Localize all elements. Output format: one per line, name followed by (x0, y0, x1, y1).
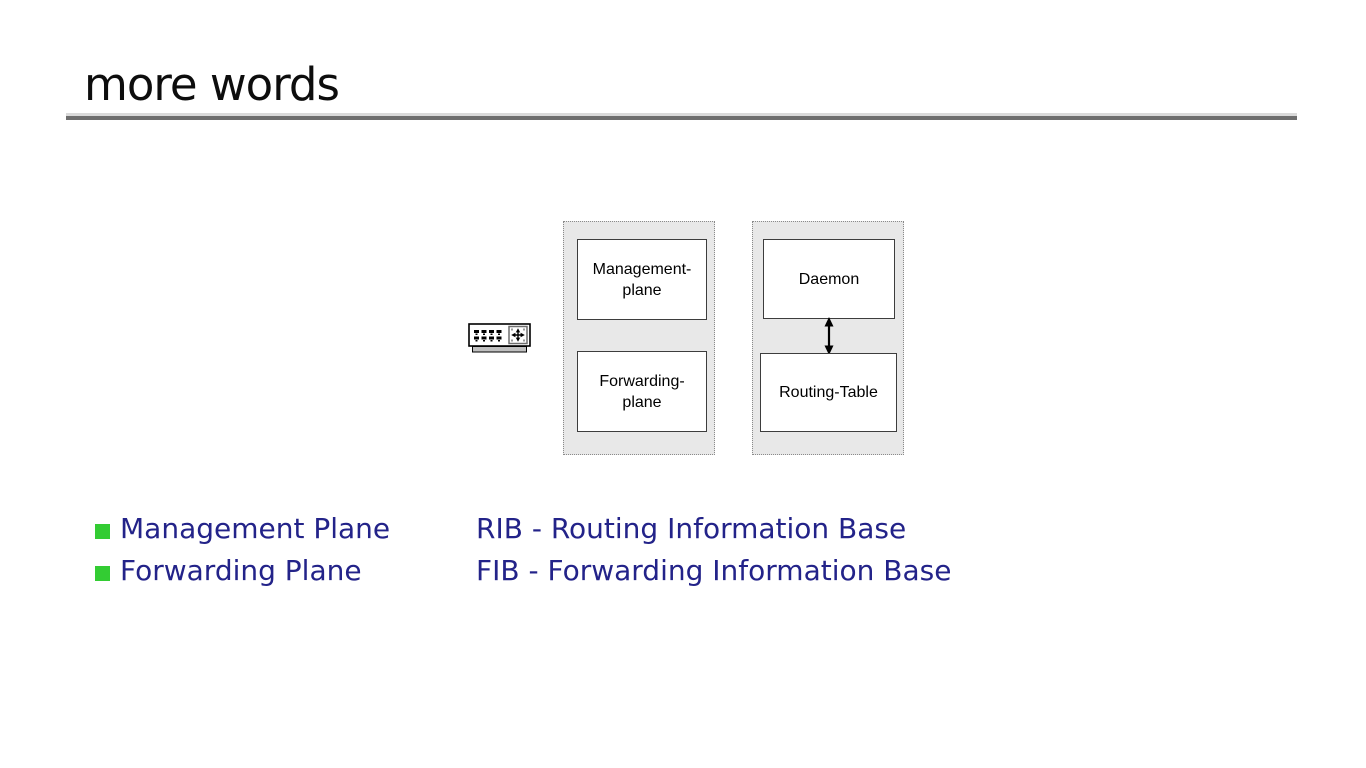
vertical-double-arrow-icon (824, 317, 834, 355)
title-underline (66, 113, 1297, 120)
daemon-group-box: Daemon Routing-Table (752, 221, 904, 455)
management-plane-label-line1: Management- (592, 260, 692, 278)
definition-fib: FIB - Forwarding Information Base (476, 554, 952, 587)
planes-group-box: Management- plane Forwarding- plane (563, 221, 715, 455)
management-plane-label-line2: plane (622, 281, 662, 299)
forwarding-plane-label-line2: plane (622, 393, 662, 411)
bullet-term-forwarding-plane: Forwarding Plane (120, 554, 362, 587)
bullet-term-management-plane: Management Plane (120, 512, 391, 545)
management-plane-box: Management- plane (577, 239, 707, 320)
title-underline-dark (66, 116, 1297, 120)
routing-table-label: Routing-Table (779, 384, 878, 401)
daemon-label: Daemon (798, 270, 860, 288)
title-underline-light (66, 113, 1297, 116)
forwarding-plane-box: Forwarding- plane (577, 351, 707, 432)
crossroad-arrows-icon (508, 325, 528, 345)
bullet-icon (95, 524, 110, 539)
daemon-box: Daemon (763, 239, 895, 319)
list-item: Management Plane RIB - Routing Informati… (95, 510, 1195, 548)
bullet-icon (95, 566, 110, 581)
routing-table-box: Routing-Table (760, 353, 897, 432)
definition-rib: RIB - Routing Information Base (476, 512, 907, 545)
forwarding-plane-label-line1: Forwarding- (599, 372, 685, 390)
port-icons (474, 330, 502, 342)
page-title: more words (84, 58, 340, 111)
router-switch-icon (468, 323, 531, 353)
list-item: Forwarding Plane FIB - Forwarding Inform… (95, 552, 1195, 590)
